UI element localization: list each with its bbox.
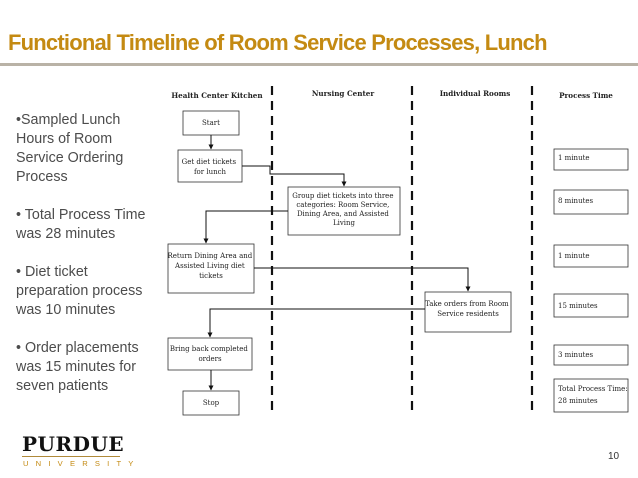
lane-header-process-time: Process Time	[559, 91, 613, 100]
step-group-tickets-label: Group diet tickets into three categories…	[292, 192, 395, 227]
time-label-1: 1 minute	[558, 154, 590, 162]
time-label-3: 1 minute	[558, 252, 590, 260]
flow-arrow	[203, 210, 288, 244]
step-start-box	[182, 110, 240, 136]
step-stop-box	[182, 390, 240, 416]
purdue-logo: PURDUE UNIVERSITY	[22, 432, 133, 472]
summary-bullets: •Sampled Lunch Hours of Room Service Ord…	[16, 111, 161, 415]
lane-header-nursing: Nursing Center	[312, 89, 375, 98]
time-box-2	[553, 189, 629, 215]
time-box-5	[553, 344, 629, 366]
step-return-tickets-box	[167, 243, 255, 294]
bullet-ticket-prep: • Diet ticket preparation process was 10…	[16, 264, 143, 318]
step-take-orders-box	[424, 291, 512, 333]
title-divider	[0, 63, 638, 66]
time-box-4	[553, 293, 629, 318]
total-time-label: Total Process Time: 28 minutes	[558, 385, 630, 405]
time-box-1	[553, 148, 629, 171]
step-group-tickets-box	[287, 186, 401, 236]
logo-wordmark: PURDUE	[22, 432, 125, 456]
page-number: 10	[608, 451, 620, 462]
lane-header-rooms: Individual Rooms	[440, 89, 511, 98]
logo-subtitle: UNIVERSITY	[23, 459, 141, 468]
step-get-tickets-label: Get diet tickets for lunch	[182, 158, 239, 176]
step-return-tickets-label: Return Dining Area and Assisted Living d…	[168, 252, 255, 280]
logo-rule	[22, 456, 120, 457]
time-label-2: 8 minutes	[558, 197, 594, 205]
lane-header-kitchen: Health Center Kitchen	[171, 91, 263, 100]
bullet-order-placement: • Order placements was 15 minutes for se…	[16, 340, 139, 394]
step-take-orders-label: Take orders from Room Service residents	[425, 300, 511, 318]
flow-arrow	[207, 308, 425, 338]
flow-arrow	[242, 165, 347, 187]
step-bring-back-box	[167, 337, 253, 371]
slide-title: Functional Timeline of Room Service Proc…	[8, 30, 548, 55]
step-bring-back-label: Bring back completed orders	[170, 345, 250, 363]
time-label-4: 15 minutes	[558, 302, 598, 310]
time-label-5: 3 minutes	[558, 351, 594, 359]
step-get-tickets-box	[177, 149, 243, 183]
bullet-total-time: • Total Process Time was 28 minutes	[16, 207, 146, 242]
total-time-box	[553, 378, 629, 413]
time-box-3	[553, 244, 629, 268]
bullet-sampled-lunch: •Sampled Lunch Hours of Room Service Ord…	[16, 112, 124, 185]
step-start-label: Start	[202, 119, 220, 127]
step-stop-label: Stop	[203, 399, 220, 407]
flow-arrow	[254, 267, 471, 292]
